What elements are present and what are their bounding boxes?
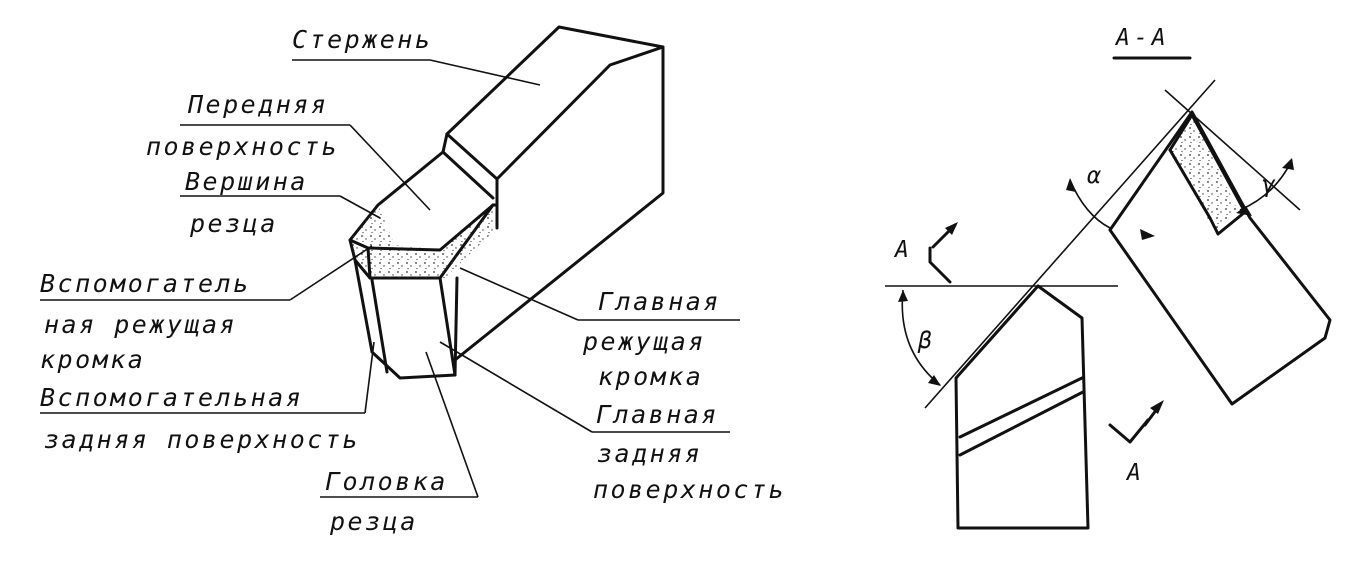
label-tool-tip-2: резца [189, 209, 278, 238]
angle-gamma-label: γ [1262, 172, 1280, 198]
leader-lines [40, 59, 740, 498]
label-main-edge-3: кромка [598, 362, 703, 391]
label-main-edge-2: режущая [582, 327, 706, 356]
tool-plan-view: А-А А [885, 25, 1332, 530]
cut-mark-bottom: А [1125, 460, 1145, 486]
label-head-1: Головка [325, 467, 448, 496]
angle-beta-label: β [917, 328, 936, 354]
label-head-2: резца [329, 507, 418, 536]
angle-alpha-label: α [1087, 163, 1105, 189]
label-aux-edge-2: ная режущая [44, 310, 237, 339]
label-aux-edge-1: Вспомогатель [40, 269, 251, 298]
label-rake-face-1: Передняя [187, 90, 328, 119]
section-title: А-А [1114, 25, 1170, 51]
label-main-flank-1: Главная [596, 400, 719, 429]
label-aux-flank-1: Вспомогательная [40, 383, 303, 412]
label-rake-face-2: поверхность [146, 132, 339, 161]
tool-isometric-view: Стержень Передняя поверхность Вершина ре… [40, 25, 786, 536]
label-tool-tip-1: Вершина [185, 167, 308, 196]
label-main-flank-3: поверхность [593, 475, 786, 504]
label-shank: Стержень [292, 25, 432, 54]
label-aux-edge-3: кромка [40, 345, 145, 374]
cut-mark-top: А [893, 237, 913, 263]
label-main-flank-2: задняя [597, 439, 702, 468]
tool-head [348, 150, 499, 380]
shank-body [441, 25, 665, 362]
label-main-edge-1: Главная [598, 287, 721, 316]
label-aux-flank-2: задняя поверхность [44, 425, 360, 454]
